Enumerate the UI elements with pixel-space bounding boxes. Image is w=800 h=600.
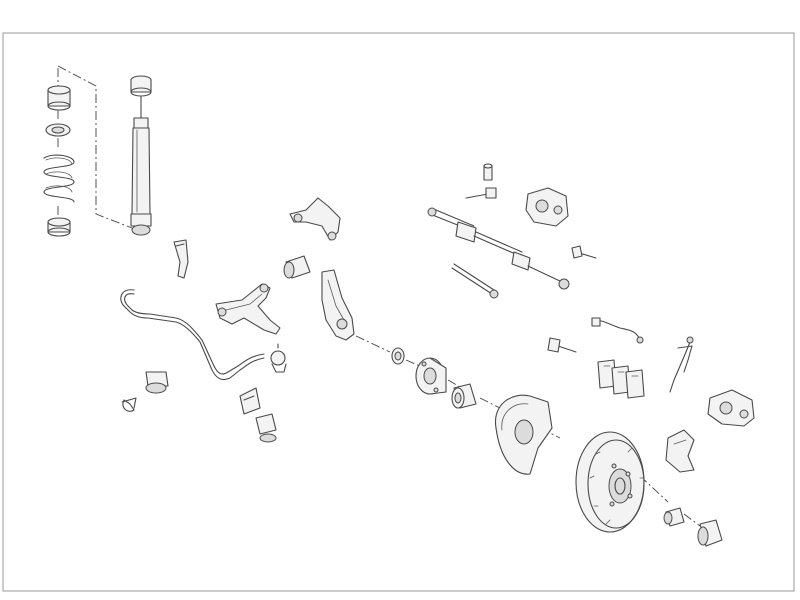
strut-mount-top (47, 85, 71, 111)
stabilizer-bushing-right (255, 413, 277, 443)
brake-disc (575, 431, 645, 533)
wheel-bolt-cap (663, 507, 685, 527)
stabilizer-bushing-left (145, 371, 169, 394)
upper-control-arm (289, 197, 341, 241)
strut-bearing-ring (45, 123, 71, 137)
wheel-bearing (451, 383, 477, 409)
wheel-hub (415, 357, 447, 395)
control-arm-bushing (283, 255, 311, 279)
adjuster-link (465, 187, 497, 199)
stabilizer-link-bracket (173, 239, 189, 279)
strut-guide-line (57, 65, 133, 229)
caliper-guide-pin (547, 337, 577, 353)
stabilizer-clamp-right (239, 387, 261, 415)
stabilizer-bar (120, 289, 265, 381)
tie-rod-assembly (427, 207, 570, 290)
wear-sensor-wire (669, 336, 694, 393)
adjuster-bolt (483, 163, 493, 181)
ball-joint (270, 343, 287, 373)
coil-spring (43, 154, 75, 203)
shock-absorber (130, 75, 152, 236)
caliper-carrier (665, 429, 695, 473)
brake-pads (597, 359, 645, 399)
spring-seat-lower (47, 217, 71, 237)
diagram-border (2, 32, 795, 592)
hub-cap (697, 519, 723, 547)
brake-hose (591, 317, 644, 344)
stabilizer-clamp-left (121, 397, 137, 412)
dust-seal (391, 347, 405, 365)
brake-caliper-upper (525, 187, 569, 227)
wheel-axis-line (355, 335, 701, 527)
brake-splash-shield (494, 394, 553, 475)
brake-caliper-lower (707, 389, 755, 427)
tie-rod-end (451, 263, 499, 299)
steering-knuckle (321, 269, 355, 341)
lower-control-arm (215, 283, 281, 335)
caliper-bolt (571, 245, 597, 259)
